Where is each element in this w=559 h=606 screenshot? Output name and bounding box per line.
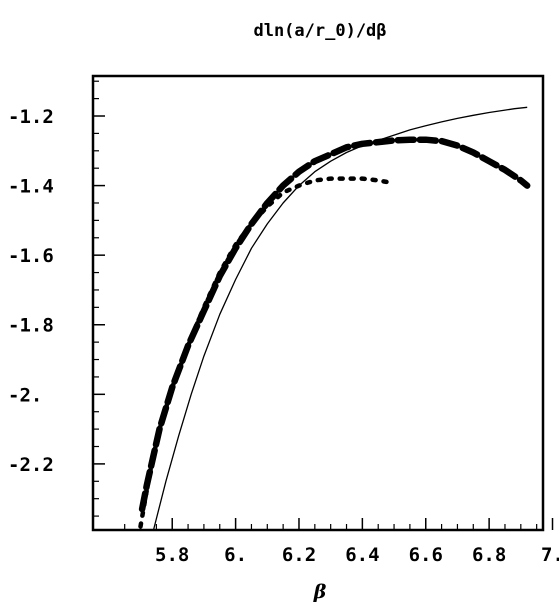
x-tick-label: 7. (541, 544, 559, 566)
x-tick-label: 6.8 (472, 544, 506, 566)
series-layer (138, 106, 531, 530)
series-line-2-dashed-thick (138, 136, 531, 513)
chart-title: dln(a/r_0)/dβ (253, 21, 386, 41)
x-tick-label: 6.2 (282, 544, 316, 566)
x-tick-label: 5.8 (155, 544, 189, 566)
series-line-1-solid-thin (152, 106, 528, 530)
y-tick-label: -1.4 (8, 176, 54, 198)
y-tick-label: -1.2 (8, 106, 54, 128)
y-tick-label: -1.8 (8, 315, 54, 337)
series-line-3-dotted-thick (138, 176, 390, 529)
plot-frame (91, 74, 545, 532)
y-tick-label: -2.2 (8, 454, 54, 476)
x-tick-label: 6.6 (409, 544, 443, 566)
x-axis-label: β (313, 581, 327, 603)
y-tick-label: -1.6 (8, 245, 54, 267)
x-tick-label: 6.4 (345, 544, 379, 566)
y-tick-label: -2. (8, 384, 42, 406)
x-tick-label: 6. (224, 544, 247, 566)
